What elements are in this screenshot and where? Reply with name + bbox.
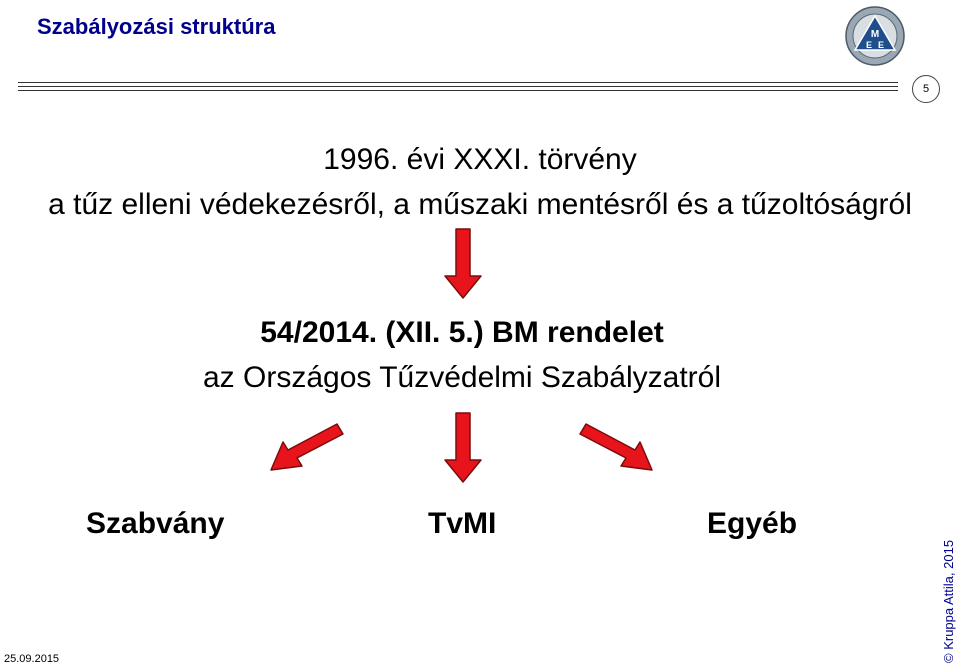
mee-logo: M E E <box>845 6 905 66</box>
regulation-subtitle: az Országos Tűzvédelmi Szabályzatról <box>203 361 721 394</box>
logo-letter-e2: E <box>878 40 884 50</box>
logo-letter-m: M <box>871 29 879 40</box>
header-rule-middle <box>18 86 898 87</box>
header-rule-top <box>18 82 898 83</box>
regulation-title: 54/2014. (XII. 5.) BM rendelet <box>260 316 664 349</box>
arrow-down-center-icon <box>444 412 482 483</box>
logo-letter-e1: E <box>866 40 872 50</box>
output-egyeb: Egyéb <box>707 507 798 540</box>
law-subtitle: a tűz elleni védekezésről, a műszaki men… <box>48 188 912 221</box>
arrow-down-left-icon <box>270 423 344 471</box>
slide-title: Szabályozási struktúra <box>37 14 276 39</box>
arrow-down-right-icon <box>579 423 653 471</box>
footer-date: 25.09.2015 <box>4 653 60 665</box>
copyright-notice: © Kruppa Attila, 2015 <box>941 539 956 663</box>
output-szabvany: Szabvány <box>86 507 225 540</box>
law-title: 1996. évi XXXI. törvény <box>323 143 637 176</box>
arrow-down-icon <box>444 228 482 299</box>
page-number-badge: 5 <box>912 75 940 103</box>
header-rule-bottom <box>18 90 898 91</box>
output-tvmi: TvMI <box>428 507 497 540</box>
